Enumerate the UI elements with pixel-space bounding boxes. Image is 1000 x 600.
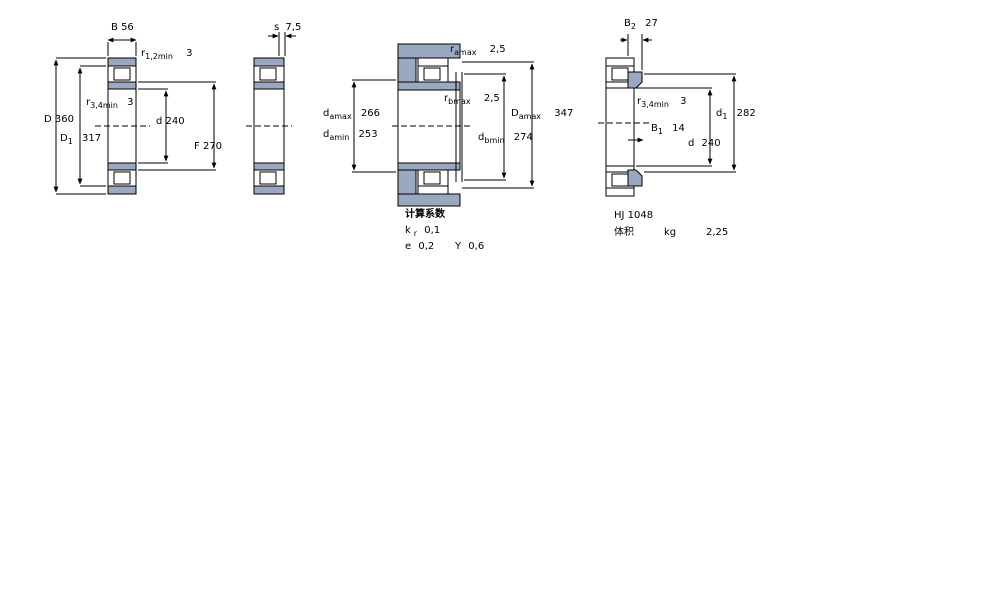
- fig1-r34-sym: r: [86, 97, 91, 108]
- fig4-bearing-with-ring: [598, 57, 650, 197]
- calc-kr-val: 0,1: [424, 225, 441, 236]
- fig3-damin-sub: amin: [329, 133, 350, 142]
- fig3-rbmax-sub: bmax: [448, 97, 471, 106]
- fig3-rbmax-sym: r: [444, 93, 449, 104]
- fig3-ramax-val: 2,5: [489, 44, 506, 55]
- fig4-label-B1: B1 14: [651, 123, 685, 136]
- fig1-d-sym: d: [156, 116, 163, 127]
- ring-mass-value: 2,25: [706, 227, 729, 238]
- fig1-B-sym: B: [111, 22, 118, 33]
- fig1-label-B: B 56: [111, 22, 134, 34]
- fig3-bearing-section: [392, 57, 470, 195]
- fig3-damax-sub: amax: [329, 112, 352, 121]
- fig4-d-sym: d: [688, 138, 695, 149]
- fig4-B2-sym: B: [624, 18, 631, 29]
- fig2-label-s: s 7,5: [274, 22, 301, 34]
- fig3-rbmax-val: 2,5: [483, 93, 500, 104]
- fig3-label-Damax: Damax 347: [511, 108, 574, 121]
- calc-e-sym: e: [405, 241, 412, 252]
- calc-title: 计算系数: [405, 209, 445, 220]
- calc-Y-sym: Y: [455, 241, 462, 252]
- fig3-ramax-sub: amax: [454, 48, 477, 57]
- fig4-B1-sub: 1: [657, 127, 663, 136]
- fig1-r34-val: 3: [127, 97, 134, 108]
- calc-e: e 0,2: [405, 241, 434, 253]
- fig4-label-B2: B2 27: [624, 18, 658, 31]
- fig4-label-r34: r3,4min 3: [637, 96, 687, 109]
- fig1-D-val: 360: [54, 114, 74, 125]
- calc-e-val: 0,2: [418, 241, 435, 252]
- fig1-D-sym: D: [44, 114, 52, 125]
- fig4-r34-sym: r: [637, 96, 642, 107]
- fig4-dimension-lines: [620, 34, 737, 173]
- fig3-dbmin-val: 274: [513, 132, 533, 143]
- fig1-r12-val: 3: [186, 48, 193, 59]
- fig3-damax-sym: d: [323, 108, 330, 119]
- fig4-d-val: 240: [701, 138, 721, 149]
- fig3-label-dbmin: dbmin 274: [478, 132, 533, 145]
- fig4-B1-val: 14: [672, 123, 685, 134]
- fig3-label-damax: damax 266: [323, 108, 380, 121]
- fig1-label-D: D 360: [44, 114, 74, 126]
- fig3-damin-val: 253: [358, 129, 378, 140]
- fig3-Damax-sub: amax: [518, 112, 542, 121]
- fig1-d-val: 240: [165, 116, 185, 127]
- fig2-bearing-section: [246, 57, 292, 195]
- fig1-F-sym: F: [194, 141, 200, 152]
- fig1-r34-sub: 3,4min: [90, 101, 118, 110]
- fig3-dimension-lines: [351, 61, 535, 189]
- fig1-D1-sub: 1: [67, 137, 73, 146]
- fig3-dbmin-sub: bmin: [484, 136, 505, 145]
- fig3-Damax-val: 347: [554, 108, 574, 119]
- ring-designation: HJ 1048: [614, 210, 654, 221]
- fig1-D1-sym: D: [60, 133, 68, 144]
- calc-Y: Y 0,6: [455, 241, 484, 253]
- fig1-r12-sub: 1,2min: [145, 52, 173, 61]
- fig4-label-d: d 240: [688, 138, 721, 150]
- calc-Y-val: 0,6: [468, 241, 485, 252]
- fig3-Damax-sym: D: [511, 108, 519, 119]
- fig4-B2-sub: 2: [630, 22, 636, 31]
- fig1-dimension-lines: [53, 37, 217, 195]
- fig3-damin-sym: d: [323, 129, 330, 140]
- fig1-bearing-section: [95, 57, 150, 195]
- fig1-B-val: 56: [121, 22, 134, 33]
- fig3-label-ramax: ramax 2,5: [450, 44, 506, 57]
- fig3-dbmin-sym: d: [478, 132, 485, 143]
- fig4-r34-sub: 3,4min: [641, 100, 669, 109]
- fig1-label-F: F 270: [194, 141, 222, 153]
- fig3-label-rbmax: rbmax 2,5: [444, 93, 500, 106]
- fig4-label-d1: d1 282: [716, 108, 756, 121]
- fig1-D1-val: 317: [81, 133, 102, 144]
- fig4-B2-val: 27: [645, 18, 658, 29]
- fig1-F-val: 270: [202, 141, 223, 152]
- fig3-label-damin: damin 253: [323, 129, 378, 142]
- ring-mass-label: 体积: [614, 227, 634, 238]
- fig4-d1-val: 282: [736, 108, 756, 119]
- fig4-d1-sym: d: [716, 108, 723, 119]
- fig1-label-r12: r1,2min 3: [141, 48, 193, 61]
- fig1-label-r34: r3,4min 3: [86, 97, 134, 110]
- fig2-dimension-lines: [268, 32, 296, 56]
- fig2-s-val: 7,5: [285, 22, 302, 33]
- fig4-d1-sub: 1: [722, 112, 728, 121]
- fig4-B1-sym: B: [651, 123, 658, 134]
- fig4-r34-val: 3: [680, 96, 687, 107]
- calc-kr-sub: r: [413, 229, 418, 238]
- fig1-label-D1: D1 317: [60, 133, 102, 146]
- calc-kr-sym: k: [405, 225, 411, 236]
- fig2-s-sym: s: [274, 22, 280, 33]
- fig1-r12-sym: r: [141, 48, 146, 59]
- fig3-damax-val: 266: [360, 108, 380, 119]
- fig3-ramax-sym: r: [450, 44, 455, 55]
- fig1-label-d: d 240: [156, 116, 185, 128]
- ring-mass-unit: kg: [664, 227, 677, 238]
